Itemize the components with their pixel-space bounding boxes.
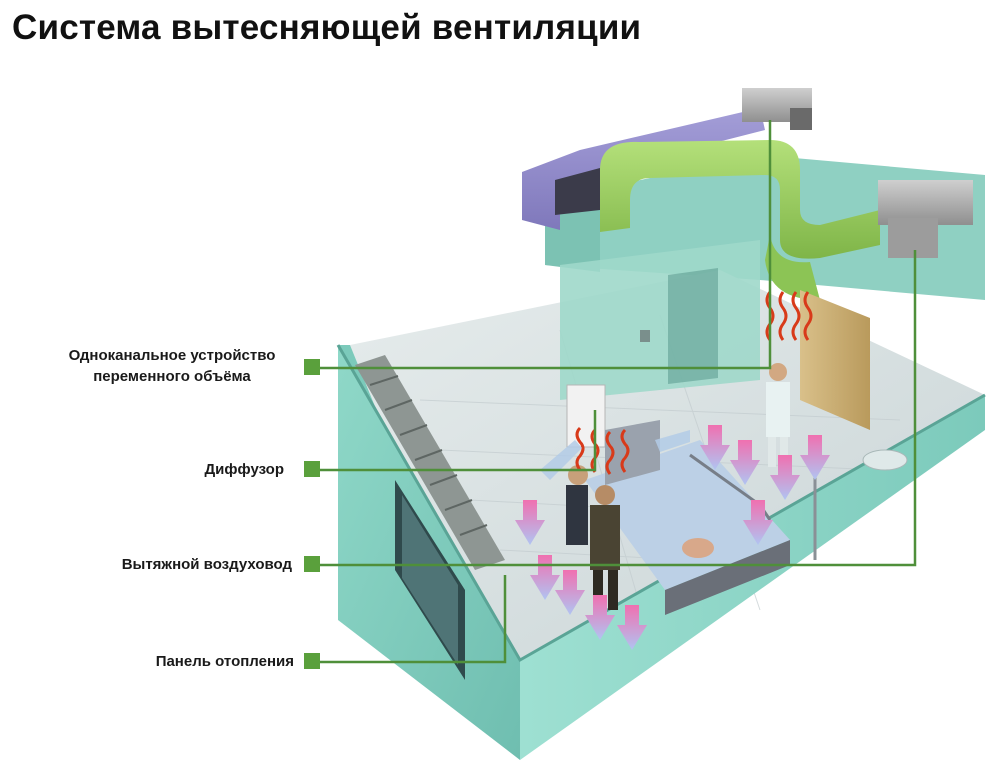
callout-leader-lines [318,120,917,664]
cool-arrow-3 [585,595,615,640]
nurse-person [766,363,790,467]
marker-diffuser [304,461,320,477]
cool-arrow-6 [700,425,730,470]
supply-vav-actuator [888,218,938,258]
visitor-2-body [590,505,620,570]
window-glass [402,495,458,665]
callout-vav-unit-label: Одноканальное устройство переменного объ… [48,345,296,387]
supply-vav-box [878,180,973,225]
bed-headboard [605,420,660,485]
wall-sink [862,449,908,471]
warm-air-arrows [575,291,813,475]
cool-arrow-1 [530,555,560,600]
back-partition [560,240,760,400]
exhaust-duct-top [522,88,812,230]
cool-arrow-2 [555,570,585,615]
leader-vav-unit [318,120,772,370]
diffuser-panel [566,384,606,448]
cool-arrow-7 [730,440,760,485]
cool-air-arrows [515,425,830,650]
heating-panel-body [355,355,505,570]
wall-switch [640,330,650,342]
hospital-bed [585,420,790,615]
callout-exhaust-duct-label: Вытяжной воздуховод [121,556,292,573]
back-partition-wall [560,240,760,400]
back-door-frame [668,268,718,384]
supply-duct-body [600,140,880,259]
marker-vav-unit [304,359,320,375]
callout-markers [304,359,320,669]
callout-vav-unit-line-1: Одноканальное устройство [68,347,276,364]
nurse-body [766,382,790,437]
callout-diffuser-label: Диффузор [204,461,284,478]
bed-mattress [585,440,790,590]
bed-frame [665,540,790,615]
cool-arrow-4 [617,605,647,650]
exhaust-duct-top-opening [555,168,600,215]
leader-heating-panel [318,575,507,664]
marker-exhaust-duct [304,556,320,572]
leader-diffuser [318,410,597,472]
entrance-door [800,290,870,430]
wall-top-rim [336,344,986,663]
nurse-head [769,363,787,381]
supply-duct [600,140,973,300]
cool-arrow-9 [800,435,830,480]
diagram-title: Система вытесняющей вентиляции [12,8,642,47]
heating-panel-fins [369,375,488,536]
visitor-1-body [566,485,588,545]
cool-arrow-5 [515,500,545,545]
cool-arrow-8 [770,455,800,500]
visitor-people [566,465,620,610]
callout-heating-panel-label: Панель отопления [155,653,294,670]
exhaust-vav-actuator [790,108,812,130]
visitor-2-head [595,485,615,505]
leader-exhaust-duct [318,250,917,567]
marker-heating-panel [304,653,320,669]
exhaust-duct-top-body [522,108,765,230]
callout-vav-unit-line-2: переменного объёма [93,368,251,385]
air-stream-right [655,430,690,452]
supply-duct-drop [765,235,820,300]
cool-arrow-10 [743,500,773,545]
heating-panel-unit [355,355,505,570]
patient-head [682,538,714,558]
